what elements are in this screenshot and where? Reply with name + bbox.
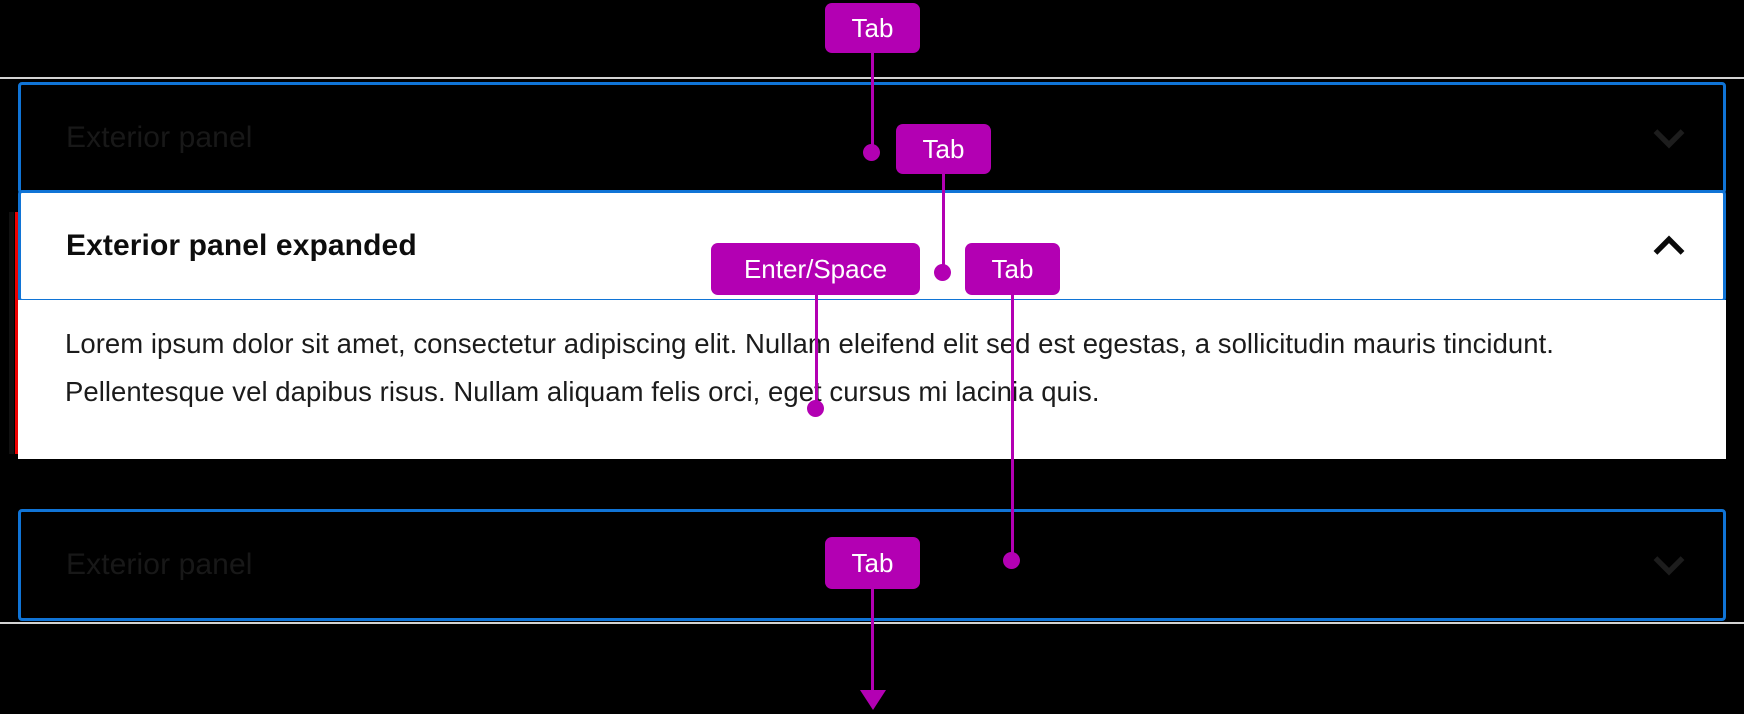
accordion-title-expanded: Exterior panel expanded (66, 229, 417, 262)
callout-dot-2 (934, 264, 951, 281)
accordion-title-top: Exterior panel (66, 121, 253, 154)
chevron-down-icon[interactable] (1649, 118, 1689, 158)
accordion-header-top[interactable]: Exterior panel (21, 85, 1723, 191)
accordion-body-text: Lorem ipsum dolor sit amet, consectetur … (65, 328, 1554, 407)
callout-dot-1 (863, 144, 880, 161)
callout-dot-3 (807, 400, 824, 417)
kbd-badge-tab-4[interactable]: Tab (825, 537, 920, 589)
accordion-header-expanded[interactable]: Exterior panel expanded (21, 193, 1723, 299)
accordion-title-bottom: Exterior panel (66, 548, 253, 581)
callout-connector-1 (871, 52, 874, 152)
accent-rail-shadow (9, 212, 14, 454)
accordion-header-bottom[interactable]: Exterior panel (21, 512, 1723, 618)
chevron-down-icon[interactable] (1649, 545, 1689, 585)
callout-connector-4 (1011, 295, 1014, 563)
chevron-up-icon[interactable] (1649, 226, 1689, 266)
kbd-badge-enter-space[interactable]: Enter/Space (711, 243, 920, 295)
callout-connector-5 (871, 562, 874, 694)
callout-dot-4 (1003, 552, 1020, 569)
callout-arrowhead (860, 690, 886, 710)
callout-connector-3 (815, 294, 818, 408)
accordion-body-expanded: Lorem ipsum dolor sit amet, consectetur … (18, 300, 1726, 459)
kbd-badge-tab-1[interactable]: Tab (825, 3, 920, 53)
kbd-badge-tab-3[interactable]: Tab (965, 243, 1060, 295)
kbd-badge-tab-2[interactable]: Tab (896, 124, 991, 174)
callout-connector-2 (942, 173, 945, 273)
expanded-panel-accent-rail (15, 212, 20, 454)
